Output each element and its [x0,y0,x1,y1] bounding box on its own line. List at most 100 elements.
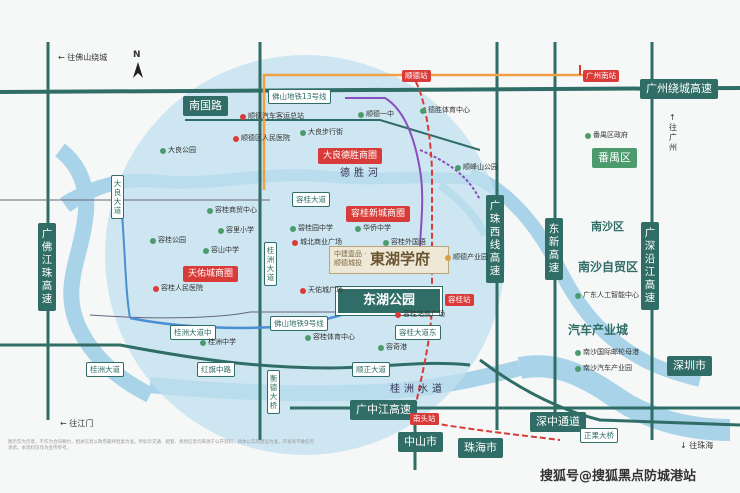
poi-label: 桂洲中学 [208,338,236,346]
highway-nanguo[interactable]: 南国路 [183,96,228,116]
arrow-zhuhai: ↓ 往珠海 [680,441,714,450]
arrow-jiangmen: ← 往江门 [60,419,94,428]
road-ronggui-ave[interactable]: 容桂大道 [292,192,330,207]
poi-label: 顺德产业园 [453,253,488,261]
metro-line9-label[interactable]: 佛山地铁9号线 [270,316,328,331]
arrow-zhuhai-text: 往珠海 [689,441,714,450]
district-auto-city[interactable]: 汽车产业城 [568,323,629,337]
highway-guangzhou-ring[interactable]: 广州绕城高速 [640,79,718,99]
project-name: 東湖学府 [370,250,431,268]
highway-guangshen-yanjiang[interactable]: 广深沿江高速 [641,222,659,310]
city-zhuhai[interactable]: 珠海市 [458,438,503,458]
poi-label: 容桂人民医院 [161,284,203,292]
poi-label: 容桂商贸中心 [215,206,257,214]
poi-marker [395,312,401,318]
arrow-foshan-ring: ← 往佛山绕城 [58,53,108,62]
poi-label: 容奇港 [386,343,407,351]
poi-label: 容桂体育中心 [313,333,355,341]
highway-shenzhong[interactable]: 深中通道 [530,412,586,432]
poi-marker [383,240,389,246]
district-panyu[interactable]: 番禺区 [592,148,637,168]
tag-ronggui-cbd[interactable]: 容桂新城商圈 [346,206,411,222]
highway-dongxin[interactable]: 东新高速 [545,218,563,280]
poi-marker [355,226,361,232]
north-arrow-icon [133,62,143,78]
road-daliang-ave[interactable]: 大良大道 [111,175,124,219]
poi-label: 番禺区政府 [593,131,628,139]
road-hongqi[interactable]: 红旗中路 [197,362,235,377]
station-nantou[interactable]: 南头站 [410,413,439,425]
poi-marker [160,148,166,154]
poi-marker [358,112,364,118]
poi-marker [218,228,224,234]
road-guizhou-road[interactable]: 桂洲大道 [264,242,277,286]
river-desheng: 德胜河 [340,168,382,179]
poi-label: 南沙汽车产业园 [583,364,632,372]
poi-label: 顺德汽车客运总站 [248,112,304,120]
poi-marker [153,286,159,292]
road-heng[interactable]: 衡德大桥 [267,370,280,414]
poi-marker [203,248,209,254]
city-shenzhen[interactable]: 深圳市 [667,356,712,376]
north-label: N [133,50,141,60]
road-ronggui-ave-east[interactable]: 容桂大道东 [395,325,441,340]
river-guizhou: 桂洲水道 [390,384,446,395]
station-guangzhou-south[interactable]: 广州南站 [583,70,619,82]
highway-guangzhongjiang[interactable]: 广中江高速 [350,400,417,420]
watermark: 搜狐号@搜狐黑点防城港站 [540,469,697,484]
arrow-jiangmen-text: 往江门 [69,419,94,428]
highway-guangzhu-west[interactable]: 广珠西线高速 [486,195,504,283]
park-donghu[interactable]: 东湖公园 [336,287,442,315]
radius-circle [105,55,505,455]
poi-label: 华侨中学 [363,224,391,232]
poi-marker [233,136,239,142]
poi-marker [445,255,451,261]
poi-label: 南沙国际邮轮母港 [583,348,639,356]
poi-label: 容里小学 [226,226,254,234]
poi-marker [305,335,311,341]
poi-marker [300,130,306,136]
poi-label: 容桂外国语 [391,238,426,246]
poi-marker [575,293,581,299]
road-guizhou-bridge[interactable]: 桂洲大道 [86,362,124,377]
poi-label: 顺德区人民医院 [241,134,290,142]
road-guizhou-ave[interactable]: 桂洲大道中 [170,325,216,340]
district-nansha[interactable]: 南沙区 [591,220,624,233]
poi-marker [575,350,581,356]
city-zhongshan[interactable]: 中山市 [398,432,443,452]
poi-marker [585,133,591,139]
road-zhengguo[interactable]: 正果大桥 [580,428,618,443]
arrow-foshan-ring-text: 往佛山绕城 [67,53,108,62]
poi-label: 容桂公园 [158,236,186,244]
highway-guangfo-jiangzhu[interactable]: 广佛江珠高速 [38,223,56,311]
poi-label: 顺德一中 [366,110,394,118]
project-card[interactable]: 中建壹品 · 顺德城投 東湖学府 [329,246,449,274]
ring-highway-top [0,86,740,94]
poi-label: 顺峰山公园 [463,163,498,171]
poi-marker [200,340,206,346]
station-shunde[interactable]: 顺德站 [402,70,431,82]
station-ronggui[interactable]: 容桂站 [445,294,474,306]
district-nansha-ftz[interactable]: 南沙自贸区 [578,260,639,274]
east-river [467,168,702,387]
poi-label: 碧桂园中学 [298,224,333,232]
poi-label: 广东人工智能中心 [583,291,639,299]
tag-daliang-cbd[interactable]: 大良德胜商圈 [318,148,383,164]
poi-label: 天佑城广场 [308,286,343,294]
arrow-guangzhou-text: 往广州 [669,123,677,152]
project-developer: 中建壹品 · 顺德城投 [334,250,367,267]
poi-label: 德胜体育中心 [428,106,470,114]
poi-marker [207,208,213,214]
poi-label: 大良公园 [168,146,196,154]
poi-marker [455,165,461,171]
road-shunzheng[interactable]: 顺正大道 [352,362,390,377]
poi-marker [300,288,306,294]
metro-line-purple [345,97,424,251]
tag-tianyou-cbd[interactable]: 天佑城商圈 [183,266,239,282]
poi-label: 城北商业广场 [300,238,342,246]
poi-label: 大良步行街 [308,128,343,136]
disclaimer-notes: 图示仅为示意，不作为合同要约，相关信息以政府最终批复为准。所标示交通、配套、规划… [8,440,314,451]
metro-line13-label[interactable]: 佛山地铁13号线 [268,89,331,104]
poi-marker [240,114,246,120]
